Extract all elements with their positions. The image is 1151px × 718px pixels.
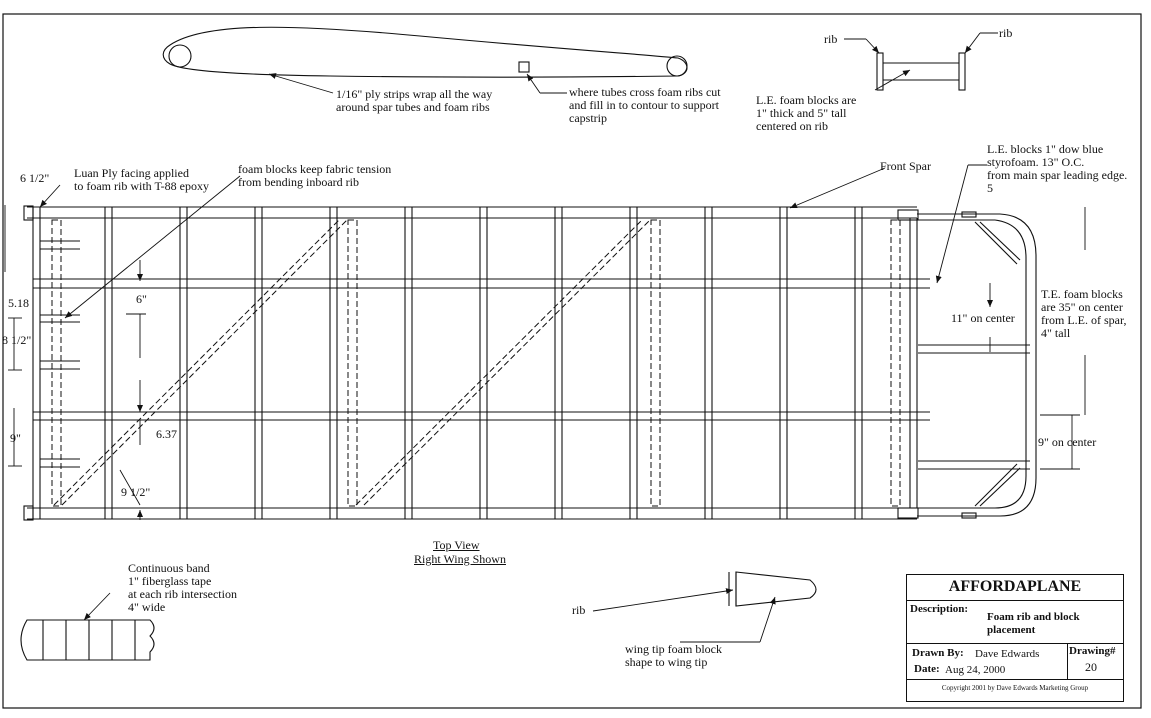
note-rib-left: rib: [824, 32, 838, 46]
dim-6-37: 6.37: [156, 427, 177, 441]
wing-tip-foam-block: [592, 571, 817, 643]
dim-9-5: 9 1/2": [121, 485, 151, 499]
note-luan: Luan Ply facing applied to foam rib with…: [74, 166, 209, 193]
dim-9: 9": [10, 431, 21, 445]
note-foam-tension: foam blocks keep fabric tension from ben…: [238, 162, 392, 189]
title-block: AFFORDAPLANE Description: Foam rib and b…: [906, 574, 1124, 702]
dim-6-5: 6 1/2": [20, 171, 50, 185]
copyright: Copyright 2001 by Dave Edwards Marketing…: [941, 684, 1089, 692]
drawing-value: 20: [1085, 660, 1097, 674]
dim-8-5: 8 1/2": [2, 333, 32, 347]
note-te-blocks: T.E. foam blocks are 35" on center from …: [1041, 287, 1127, 340]
note-rib-bottom: rib: [572, 603, 586, 617]
description-label: Description:: [910, 603, 969, 615]
view-label-top: Top View: [433, 538, 480, 552]
drawing-border: [2, 13, 1142, 709]
rib-spacer-detail: [844, 32, 998, 91]
airfoil-section: [162, 26, 688, 78]
description-value: Foam rib and block placement: [987, 611, 1080, 636]
note-continuous-band: Continuous band 1" fiberglass tape at ea…: [128, 561, 237, 614]
note-front-spar: Front Spar: [880, 159, 931, 173]
drawn-by-value: Dave Edwards: [975, 648, 1040, 660]
dim-9-oc: 9" on center: [1038, 435, 1097, 449]
dimension-lines: [4, 164, 1086, 520]
note-rib-right: rib: [999, 26, 1013, 40]
wing-top-view: [23, 205, 1037, 521]
note-le-blocks-size: L.E. foam blocks are 1" thick and 5" tal…: [756, 93, 857, 133]
fiberglass-band-tube: [20, 592, 155, 661]
dim-6: 6": [136, 292, 147, 306]
note-tubes-cross: where tubes cross foam ribs cut and fill…: [569, 85, 721, 125]
view-label-right-wing: Right Wing Shown: [414, 552, 506, 566]
note-wing-tip: wing tip foam block shape to wing tip: [625, 642, 722, 669]
foam-block-diagonals: [51, 219, 901, 507]
dim-11-oc: 11" on center: [951, 311, 1015, 325]
drawn-by-label: Drawn By:: [912, 647, 964, 659]
airfoil-leaders: [268, 73, 567, 94]
note-ply-strips: 1/16" ply strips wrap all the way around…: [336, 87, 493, 114]
drawing-label: Drawing#: [1069, 645, 1116, 657]
dim-5-18: 5.18: [8, 296, 29, 310]
date-label: Date:: [914, 663, 940, 675]
note-le-blocks-material: L.E. blocks 1" dow blue styrofoam. 13" O…: [987, 142, 1128, 195]
title-block-title: AFFORDAPLANE: [948, 578, 1082, 595]
date-value: Aug 24, 2000: [945, 664, 1006, 676]
